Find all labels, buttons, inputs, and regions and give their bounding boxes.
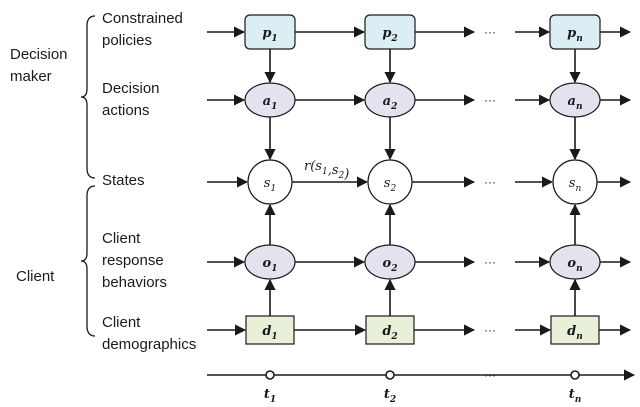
timeline: t1 t2 tn ··· [207, 368, 636, 405]
node-behaviors-n-label: on [567, 256, 582, 274]
node-states-1-label: s1 [264, 176, 276, 194]
ellipsis-behaviors: ··· [484, 255, 496, 269]
row-label-demographics: Client demographics [102, 314, 197, 353]
row-label-states: States [102, 172, 145, 189]
ellipsis-states: ··· [484, 175, 496, 189]
group-label-decision-maker: Decision maker [10, 46, 68, 85]
node-behaviors-n [549, 244, 601, 280]
nodes: p1 p2 pn a1 a2 an s1 s2 sn o1 o2 on d1 d2 dn [244, 14, 601, 345]
ellipsis-demographics: ··· [484, 323, 496, 337]
group-label-client: Client [16, 268, 55, 285]
node-policies-n-label: pn [567, 26, 583, 44]
node-states-2-label: s2 [384, 176, 397, 194]
node-policies-2 [364, 14, 416, 50]
node-actions-1-label: a1 [263, 94, 278, 112]
row-label-actions: Decision actions [102, 80, 160, 119]
node-states-2 [367, 159, 413, 205]
node-policies-2-label: p2 [382, 26, 397, 44]
node-policies-1-label: p1 [262, 26, 277, 44]
node-demographics-n-label: dn [567, 324, 583, 342]
node-behaviors-2 [364, 244, 416, 280]
node-behaviors-2-label: o2 [383, 256, 398, 274]
time-label-n: tn [569, 387, 582, 405]
node-actions-1 [244, 82, 296, 118]
node-behaviors-1-label: o1 [263, 256, 278, 274]
node-actions-n [549, 82, 601, 118]
brace-client [80, 185, 96, 337]
node-demographics-n [550, 315, 600, 345]
node-demographics-1-label: d1 [262, 324, 277, 342]
node-states-n-label: sn [569, 176, 582, 194]
ellipsis-actions: ··· [484, 93, 496, 107]
node-actions-n-label: an [568, 94, 583, 112]
time-tick-2 [385, 370, 395, 380]
node-states-n [552, 159, 598, 205]
node-policies-1 [244, 14, 296, 50]
node-actions-2 [364, 82, 416, 118]
reward-label: r(s1,s2) [304, 159, 349, 182]
node-behaviors-1 [244, 244, 296, 280]
node-policies-n [549, 14, 601, 50]
time-label-1: t1 [264, 387, 276, 405]
time-tick-1 [265, 370, 275, 380]
node-demographics-2 [365, 315, 415, 345]
node-states-1 [247, 159, 293, 205]
time-tick-n [570, 370, 580, 380]
row-label-behaviors: Client response behaviors [102, 230, 168, 291]
ellipsis-policies: ··· [484, 25, 496, 39]
time-label-2: t2 [384, 387, 396, 405]
node-actions-2-label: a2 [383, 94, 398, 112]
brace-decision-maker [80, 15, 96, 179]
group-braces [80, 15, 96, 337]
node-demographics-2-label: d2 [382, 324, 397, 342]
ellipsis-timeline: ··· [484, 368, 496, 382]
row-label-policies: Constrained policies [102, 10, 183, 49]
node-demographics-1 [245, 315, 295, 345]
edges: ··· ··· ··· ··· ··· [207, 25, 632, 337]
